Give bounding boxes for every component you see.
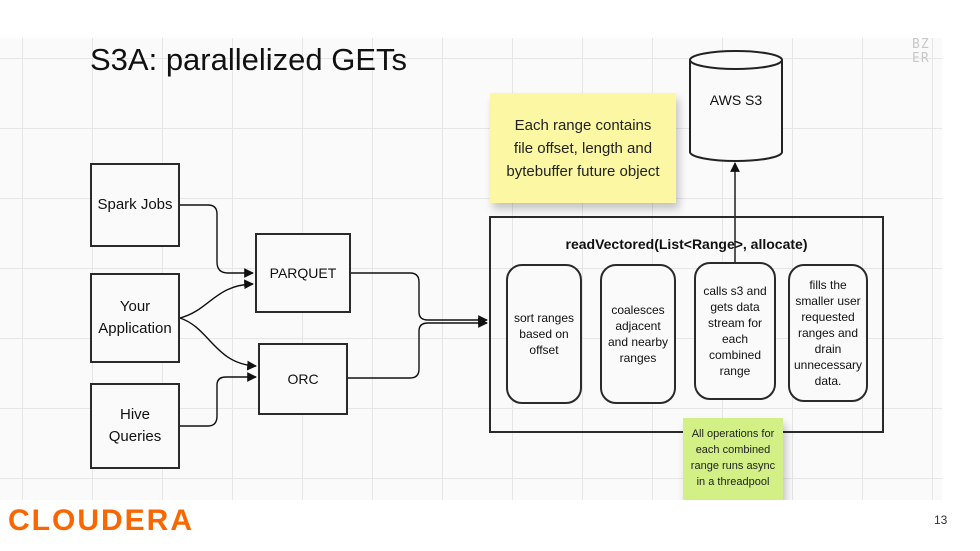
arrow-app-to-orc [179, 317, 257, 371]
step-fill-ranges: fills the smaller user requested ranges … [788, 264, 868, 402]
spark-jobs-box: Spark Jobs [90, 163, 180, 247]
orc-box: ORC [258, 343, 348, 415]
step-call-s3: calls s3 and gets data stream for each c… [694, 262, 776, 400]
slide-footer [0, 500, 980, 551]
s3-cylinder-shape [689, 50, 783, 162]
arrow-app-to-parquet [179, 279, 254, 319]
step-coalesce-ranges: coalesces adjacent and nearby ranges [600, 264, 676, 404]
slide-title: S3A: parallelized GETs [90, 42, 408, 77]
your-application-box: Your Application [90, 273, 180, 363]
watermark-logo: BZ ER [912, 37, 930, 66]
step-sort-ranges: sort ranges based on offset [506, 264, 582, 404]
arrow-hive-to-orc [180, 372, 257, 427]
arrow-orc-to-readvectored [348, 318, 488, 379]
read-vectored-title: readVectored(List<Range>, allocate) [565, 236, 808, 252]
range-info-sticky-note: Each range contains file offset, length … [490, 93, 676, 203]
arrow-spark-to-parquet [180, 204, 254, 278]
parquet-box: PARQUET [255, 233, 351, 313]
cloudera-logo: CLOUDERA [8, 504, 194, 537]
hive-queries-box: Hive Queries [90, 383, 180, 469]
arrow-parquet-to-readvectored [350, 272, 488, 325]
page-number: 13 [934, 513, 948, 527]
aws-s3-label: AWS S3 [709, 92, 763, 108]
async-operations-sticky-note: All operations for each combined range r… [683, 418, 783, 500]
slide-margin [942, 38, 980, 500]
